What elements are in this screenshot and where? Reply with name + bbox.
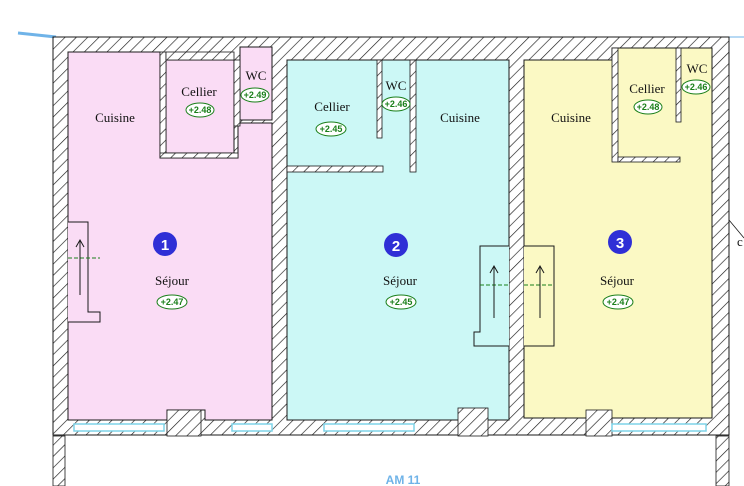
- elevation-marker: [602, 294, 634, 310]
- elevation-marker: [633, 99, 663, 115]
- room-name: Cellier: [629, 81, 665, 96]
- stairs-unit-1: [68, 221, 101, 323]
- room-name: Séjour: [155, 273, 190, 288]
- elevation-marker: [156, 294, 188, 310]
- room-name: Cuisine: [440, 110, 480, 125]
- room-name: Séjour: [600, 273, 635, 288]
- unit-badge: [384, 233, 408, 257]
- stairs-unit-2: [473, 245, 509, 347]
- reference-line-left: [17, 31, 57, 39]
- room-name: WC: [386, 78, 407, 93]
- elevation-marker: [240, 87, 270, 103]
- stairs-unit-3: [524, 245, 555, 347]
- unit-number: 2: [392, 238, 400, 255]
- room-name: Séjour: [383, 273, 418, 288]
- edge-letter: c: [737, 234, 743, 249]
- elevation-value: +2.47: [607, 297, 630, 307]
- elevation-value: +2.46: [385, 99, 408, 109]
- unit-badge: [153, 232, 177, 256]
- elevation-marker: [185, 102, 215, 118]
- unit-number: 3: [616, 235, 624, 252]
- elevation-marker: [681, 79, 711, 95]
- elevation-value: +2.48: [189, 105, 212, 115]
- post-left: [52, 435, 66, 486]
- parcel-label: AM 11: [386, 473, 421, 486]
- elevation-value: +2.45: [320, 124, 343, 134]
- unit-1-labels: Cuisine Cellier +2.48 WC +2.49 1 Séjour …: [95, 68, 270, 310]
- post-right: [715, 435, 730, 486]
- room-name: Cuisine: [551, 110, 591, 125]
- room-name: WC: [687, 61, 708, 76]
- unit-1: [67, 46, 273, 421]
- interior-walls: [159, 47, 682, 173]
- elevation-marker: [385, 294, 417, 310]
- unit-3-labels: Cuisine Cellier +2.48 WC +2.46 3 Séjour …: [551, 61, 711, 310]
- unit-badge: [608, 230, 632, 254]
- elevation-value: +2.47: [161, 297, 184, 307]
- unit-2-labels: Cellier +2.45 WC +2.46 Cuisine 2 Séjour …: [314, 78, 480, 310]
- elevation-value: +2.46: [685, 82, 708, 92]
- room-name: WC: [246, 68, 267, 83]
- room-name: Cellier: [314, 99, 350, 114]
- elevation-value: +2.48: [637, 102, 660, 112]
- unit-number: 1: [161, 237, 169, 254]
- elevation-value: +2.49: [244, 90, 267, 100]
- edge-leader: [728, 219, 744, 239]
- elevation-marker: [315, 121, 347, 137]
- windows: [73, 423, 707, 432]
- elevation-marker: [381, 96, 411, 112]
- room-name: Cuisine: [95, 110, 135, 125]
- elevation-value: +2.45: [390, 297, 413, 307]
- room-name: Cellier: [181, 84, 217, 99]
- wall-piers: [166, 407, 613, 437]
- unit-1-wc-area: [239, 46, 273, 121]
